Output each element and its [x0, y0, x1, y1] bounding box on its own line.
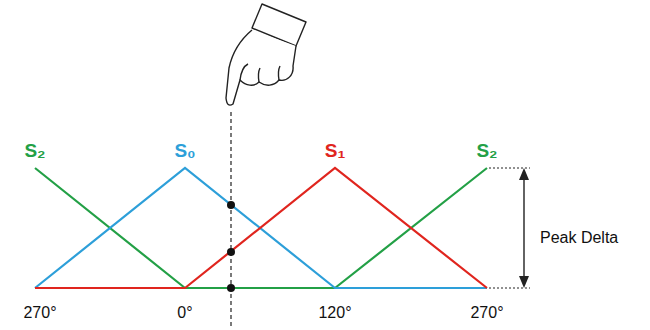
- extension-line: [489, 288, 530, 289]
- dimension-line: [523, 176, 524, 280]
- axis-label: 120°: [318, 304, 351, 322]
- sample-dot: [227, 248, 235, 256]
- extension-line: [489, 168, 530, 169]
- sample-dot: [227, 201, 235, 209]
- signal-name: S₂: [24, 141, 45, 162]
- axis-label: 0°: [177, 304, 192, 322]
- arrow-head: [519, 168, 529, 180]
- axis-label: 270°: [470, 304, 503, 322]
- signal-name: S₂: [476, 141, 497, 162]
- s2-wave: [35, 168, 487, 288]
- pointer-line: [230, 112, 231, 326]
- s1-wave: [35, 168, 487, 288]
- pointing-hand: [226, 4, 306, 105]
- axis-label: 270°: [23, 304, 56, 322]
- s0-wave: [35, 168, 487, 288]
- sample-dot: [227, 284, 235, 292]
- dimension-label: Peak Delta: [540, 229, 618, 247]
- signal-name: S₁: [325, 141, 346, 162]
- signal-name: S₀: [174, 141, 195, 162]
- arrow-head: [519, 276, 529, 288]
